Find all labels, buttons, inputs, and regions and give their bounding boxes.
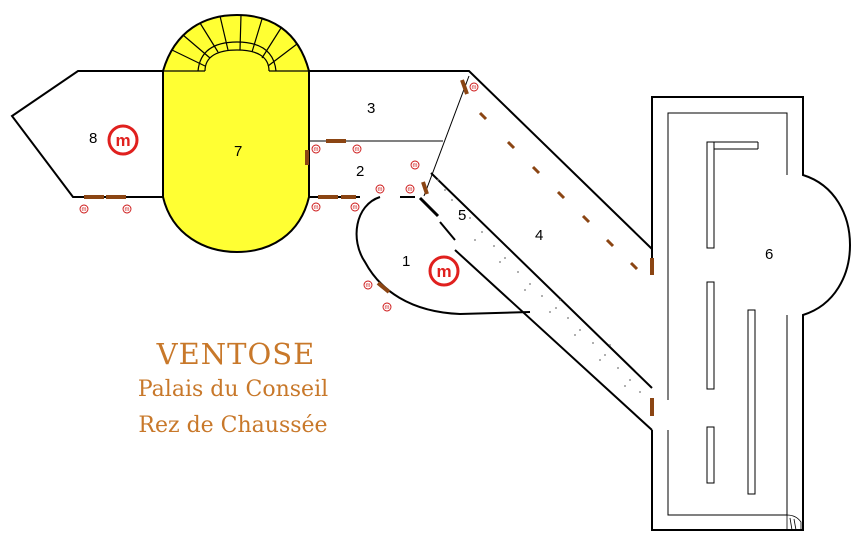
room-label-3[interactable]: 3: [367, 100, 375, 117]
room-8-outline: [10, 70, 163, 198]
svg-text:m: m: [355, 147, 360, 153]
svg-text:m: m: [472, 85, 477, 91]
map-title-block: VENTOSE Palais du Conseil Rez de Chaussé…: [138, 336, 366, 444]
svg-text:m: m: [385, 305, 390, 311]
small-markers: [79, 82, 479, 312]
svg-text:m: m: [115, 131, 130, 150]
room-6-outline: [651, 96, 852, 531]
room-6-partitions: [706, 141, 759, 495]
svg-text:m: m: [353, 205, 358, 211]
spiral-stair-icon: [163, 14, 309, 72]
room-label-1[interactable]: 1: [402, 253, 410, 270]
map-title: VENTOSE: [156, 337, 316, 371]
marker-m-room-8[interactable]: m: [107, 124, 139, 156]
svg-text:m: m: [436, 262, 451, 281]
room-1-outline: [355, 196, 531, 316]
room-4-windows: [478, 111, 639, 271]
corridor-5-south-wall: [454, 249, 653, 431]
room-label-7[interactable]: 7: [234, 143, 242, 160]
svg-text:m: m: [82, 207, 87, 213]
svg-text:m: m: [408, 187, 413, 193]
svg-text:m: m: [366, 283, 371, 289]
svg-text:m: m: [314, 147, 319, 153]
map-floor-label: Rez de Chaussée: [138, 413, 328, 438]
doors: [84, 79, 654, 416]
svg-text:m: m: [413, 163, 418, 169]
room-4-west-wall: [423, 75, 470, 197]
small-marker-labels: m m m m m m m m m m m m: [82, 85, 477, 311]
map-subtitle: Palais du Conseil: [137, 377, 329, 402]
svg-text:m: m: [314, 205, 319, 211]
corner-stair-icon: [786, 514, 802, 531]
marker-m-room-1[interactable]: m: [428, 255, 460, 287]
room-label-2[interactable]: 2: [356, 163, 364, 180]
room-label-8[interactable]: 8: [89, 130, 97, 147]
svg-text:m: m: [378, 187, 383, 193]
room-4-outline: [430, 172, 653, 389]
svg-text:m: m: [125, 207, 130, 213]
corridor-5-floor-dots: [437, 179, 641, 393]
room-label-6[interactable]: 6: [765, 246, 773, 263]
room-label-5[interactable]: 5: [458, 207, 466, 224]
corridor-5-outline: [418, 196, 440, 218]
room-6-inner-outline: [667, 112, 788, 516]
room-label-4[interactable]: 4: [535, 227, 543, 244]
room-3-outline: [309, 70, 653, 250]
